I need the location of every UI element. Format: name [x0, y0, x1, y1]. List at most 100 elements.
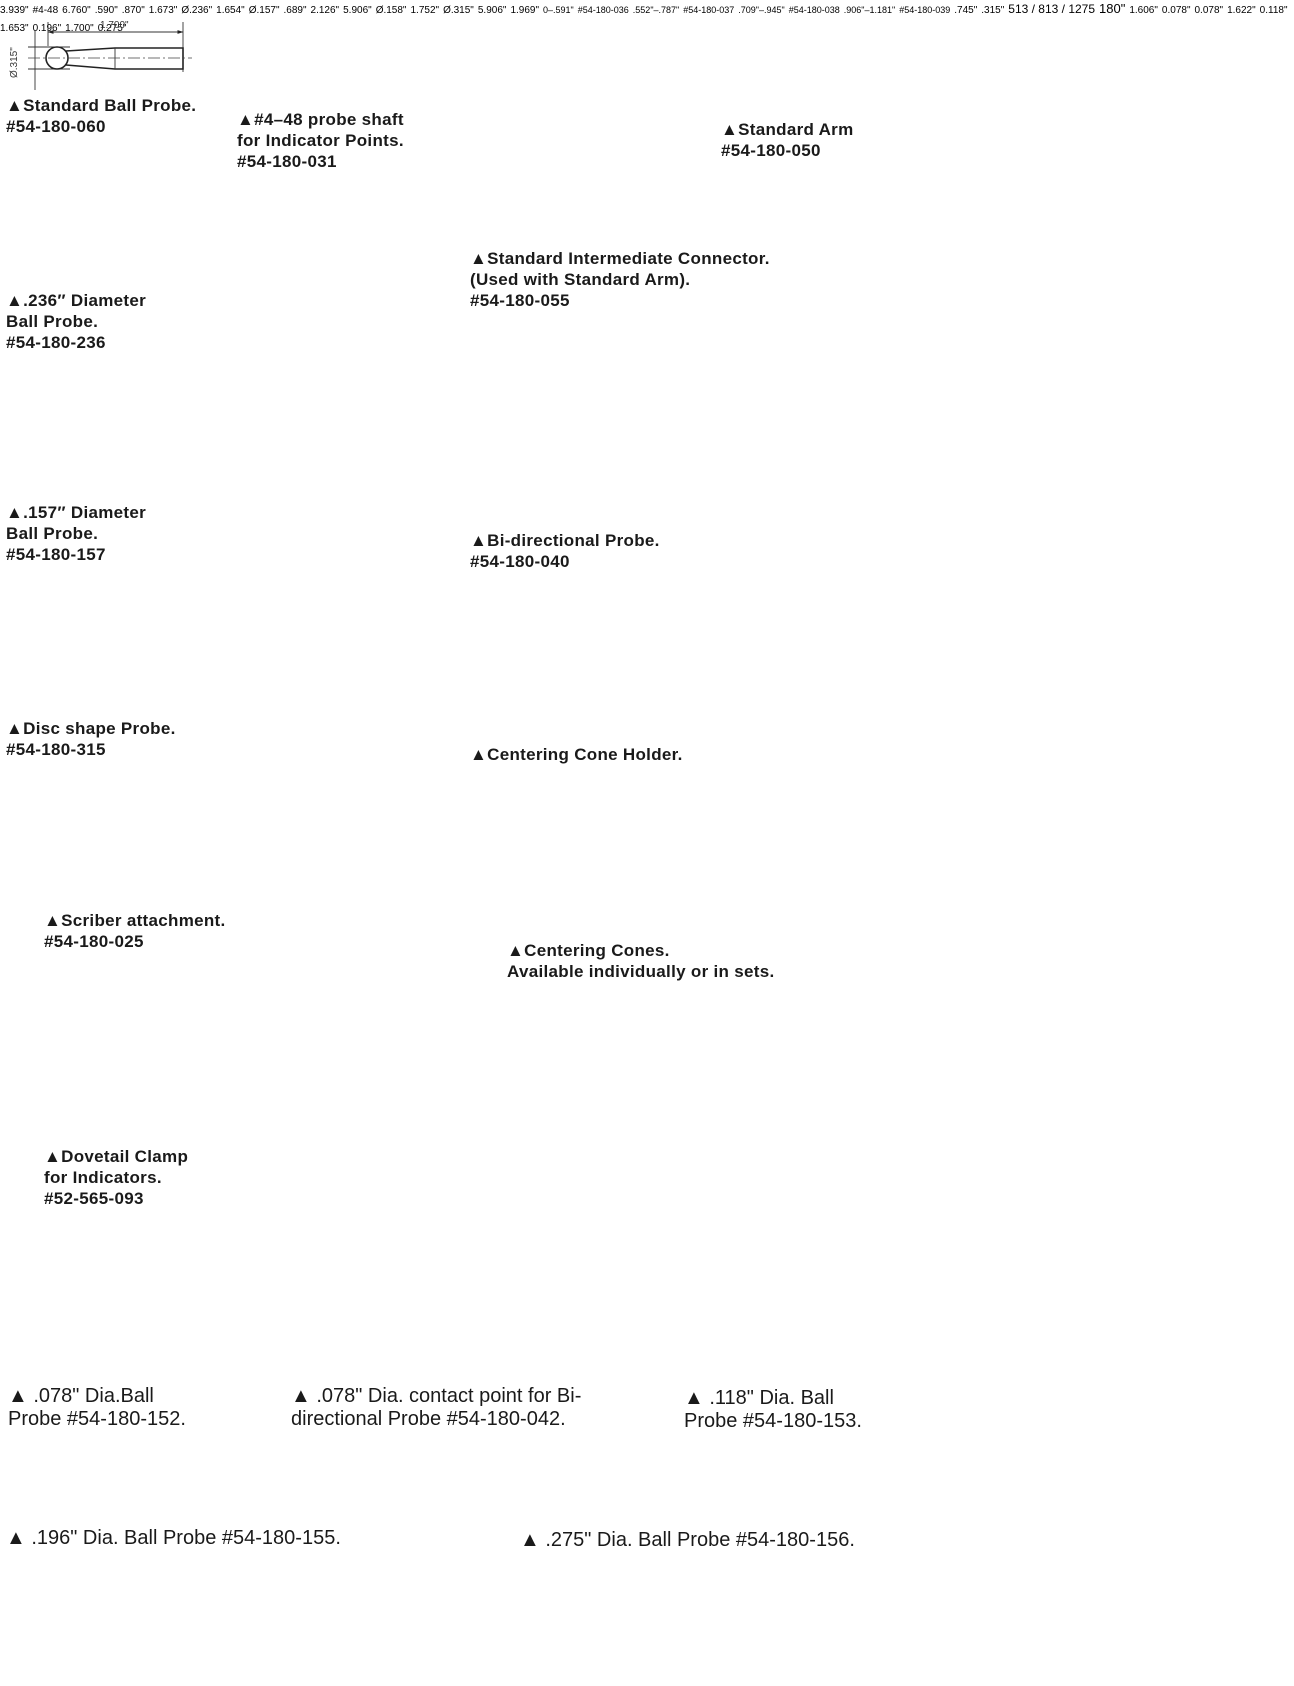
drawing-centering-cones: 0–.591" #54-180-036 .552"–.787" #54-180-…: [543, 0, 954, 17]
drawing-ball-probe-236: 1.673" Ø.236": [149, 0, 216, 17]
caption-line: ▲ .196" Dia. Ball Probe #54-180-155.: [6, 1527, 341, 1549]
caption-line: ▲Standard Intermediate Connector.: [470, 249, 770, 268]
caption-line: ▲Centering Cones.: [507, 941, 670, 960]
drawing-probe-155: 1.653" 0.196": [0, 18, 65, 35]
p156-dia-label: 0.275": [97, 23, 127, 34]
disc-dia-label: Ø.315": [443, 5, 474, 16]
caption-line: #54-180-236: [6, 333, 106, 352]
std-ball-length-label: 1.700": [100, 20, 129, 31]
p042-dia-label: 0.078": [1194, 5, 1224, 16]
drawing-probe-042: 0.078": [1195, 0, 1228, 17]
arm-height-label: .590": [94, 5, 118, 16]
connector-height-label: .870": [121, 5, 145, 16]
p153-length-label: 1.622": [1227, 5, 1256, 16]
p153-dia-label: 0.118": [1259, 5, 1288, 16]
drawing-probe-153: 1.622" 0.118": [1227, 0, 1287, 17]
caption-line: Available individually or in sets.: [507, 962, 775, 981]
caption-line: ▲#4–48 probe shaft: [237, 110, 404, 129]
drawing-bidirectional-probe: .689" 2.126" 5.906" Ø.158": [284, 0, 411, 17]
bidir-dim3-label: 5.906": [343, 5, 372, 16]
drawing-standard-arm: 6.760" .590": [62, 0, 122, 17]
ball236-length-label: 1.673": [148, 5, 178, 16]
caption-scriber: ▲Scriber attachment. #54-180-025: [44, 910, 226, 952]
p155-length-label: 1.653": [0, 23, 29, 34]
drawing-height-gauge: 513 / 813 / 1275 180": [1008, 0, 1129, 17]
caption-line: #54-180-060: [6, 117, 106, 136]
caption-line: #54-180-157: [6, 545, 106, 564]
caption-ball-probe-236: ▲.236″ Diameter Ball Probe. #54-180-236: [6, 290, 146, 353]
bidir-dim2-label: 2.126": [310, 5, 340, 16]
cone-3-range: .709"–.945": [738, 5, 785, 15]
disc-length-label: 1.752": [410, 5, 440, 16]
caption-line: #54-180-040: [470, 552, 570, 571]
caption-line: #54-180-055: [470, 291, 570, 310]
cone-3-part: #54-180-038: [788, 5, 840, 15]
p155-dia-label: 0.196": [32, 23, 62, 34]
caption-line: Ball Probe.: [6, 312, 99, 331]
cone-4-range: .906"–1.181": [843, 5, 896, 15]
drawing-centering-cone-holder: 5.906": [478, 0, 511, 17]
caption-line: #54-180-050: [721, 141, 821, 160]
caption-line: ▲ .275" Dia. Ball Probe #54-180-156.: [520, 1529, 855, 1551]
caption-intermediate-connector: ▲Standard Intermediate Connector. (Used …: [470, 248, 770, 311]
dovetail-length-label: .745": [954, 5, 978, 16]
caption-line: ▲Standard Ball Probe.: [6, 96, 197, 115]
gauge-base-label: 180": [1099, 1, 1126, 16]
ball157-dia-label: Ø.157": [248, 5, 280, 16]
cone-1-range: 0–.591": [543, 5, 574, 15]
caption-line: Probe #54-180-152.: [8, 1408, 186, 1430]
caption-line: ▲ .078" Dia.Ball: [8, 1385, 154, 1407]
drawing-probe-152: 1.606" 0.078": [1129, 0, 1194, 17]
caption-probe-153: ▲ .118" Dia. Ball Probe #54-180-153.: [684, 1387, 862, 1433]
caption-line: ▲Bi-directional Probe.: [470, 531, 660, 550]
caption-centering-cones: ▲Centering Cones. Available individually…: [507, 940, 774, 982]
cone-holder-length-label: 5.906": [477, 5, 507, 16]
drawing-disc-probe: 1.752" Ø.315": [410, 0, 477, 17]
cone-4-part: #54-180-039: [899, 5, 951, 15]
caption-bidirectional-probe: ▲Bi-directional Probe. #54-180-040: [470, 530, 660, 572]
caption-disc-probe: ▲Disc shape Probe. #54-180-315: [6, 718, 176, 760]
p156-length-label: 1.700": [65, 23, 94, 34]
caption-line: Probe #54-180-153.: [684, 1410, 862, 1432]
caption-line: ▲.157″ Diameter: [6, 503, 147, 522]
caption-line: #54-180-025: [44, 932, 144, 951]
caption-line: for Indicator Points.: [237, 131, 404, 150]
drawing-ball-probe-157: 1.654" Ø.157": [216, 0, 283, 17]
caption-line: ▲Standard Arm: [721, 120, 854, 139]
cone-1-part: #54-180-036: [577, 5, 629, 15]
caption-line: ▲Dovetail Clamp: [44, 1147, 189, 1166]
drawing-dovetail-clamp: .745" .315": [954, 0, 1008, 17]
arm-length-label: 6.760": [62, 5, 91, 16]
cone-2-part: #54-180-037: [683, 5, 735, 15]
caption-line: Ball Probe.: [6, 524, 99, 543]
drawing-probe-shaft: 3.939" #4-48: [0, 0, 62, 17]
caption-ball-probe-157: ▲.157″ Diameter Ball Probe. #54-180-157: [6, 502, 146, 565]
caption-dovetail-clamp: ▲Dovetail Clamp for Indicators. #52-565-…: [44, 1146, 188, 1209]
caption-line: #54-180-031: [237, 152, 337, 171]
caption-line: #52-565-093: [44, 1189, 144, 1208]
caption-probe-155: ▲ .196" Dia. Ball Probe #54-180-155.: [6, 1527, 341, 1550]
caption-probe-152: ▲ .078" Dia.Ball Probe #54-180-152.: [8, 1385, 186, 1431]
shaft-length-label: 3.939": [0, 5, 29, 16]
ball236-dia-label: Ø.236": [181, 5, 213, 16]
caption-line: ▲Disc shape Probe.: [6, 719, 176, 738]
drawing-scriber: 1.969": [510, 0, 543, 17]
shaft-thread-label: #4-48: [32, 5, 59, 16]
dovetail-height-label: .315": [981, 5, 1005, 16]
caption-line: for Indicators.: [44, 1168, 162, 1187]
caption-line: ▲Scriber attachment.: [44, 911, 226, 930]
caption-line: #54-180-315: [6, 740, 106, 759]
p152-length-label: 1.606": [1129, 5, 1158, 16]
p152-dia-label: 0.078": [1161, 5, 1191, 16]
scriber-length-label: 1.969": [510, 5, 540, 16]
bidir-dia-label: Ø.158": [375, 5, 407, 16]
cone-2-range: .552"–.787": [632, 5, 680, 15]
ball157-length-label: 1.654": [216, 5, 245, 16]
caption-line: ▲.236″ Diameter: [6, 291, 147, 310]
caption-line: ▲Centering Cone Holder.: [470, 745, 683, 764]
caption-line: (Used with Standard Arm).: [470, 270, 691, 289]
caption-line: directional Probe #54-180-042.: [291, 1408, 566, 1430]
caption-probe-042: ▲ .078" Dia. contact point for Bi- direc…: [291, 1385, 581, 1431]
caption-standard-arm: ▲Standard Arm #54-180-050: [721, 119, 854, 161]
